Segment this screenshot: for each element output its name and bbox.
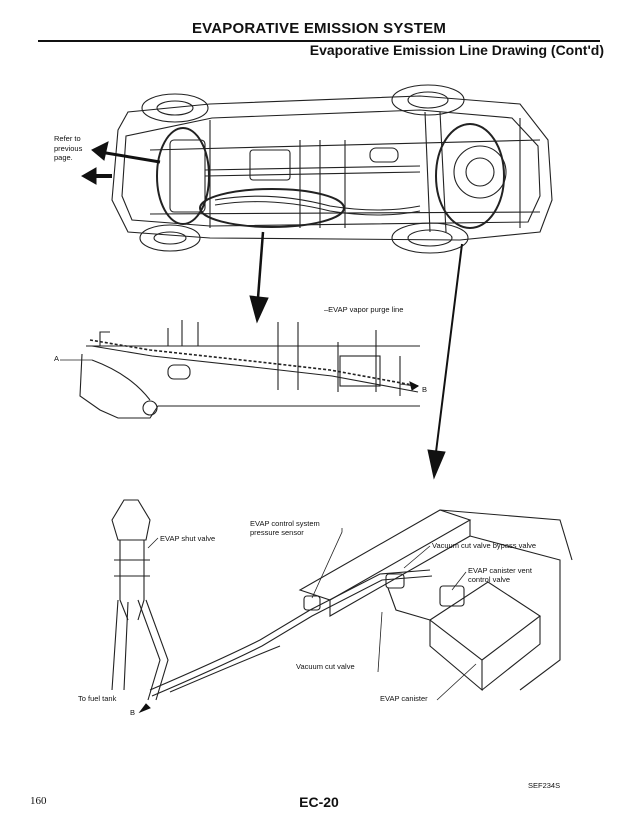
purge-line-detail-drawing [60,320,420,419]
label-vacuum-cut-valve: Vacuum cut valve [296,662,355,671]
label-fuel-tank: To fuel tank [78,694,117,703]
label-purge-line-text: EVAP vapor purge line [328,305,404,314]
label-vent-valve: EVAP canister vent control valve [468,566,532,584]
vehicle-underbody-drawing [111,84,553,254]
page-number: 160 [30,795,47,807]
label-bypass-valve: Vacuum cut valve bypass valve [432,541,537,550]
figure-code: SEF234S [528,781,561,790]
label-vent-valve-2: control valve [468,575,511,584]
label-vent-valve-1: EVAP canister vent [468,566,532,575]
label-pressure-sensor-2: pressure sensor [250,528,304,537]
header-rule [38,40,600,42]
callout-arrows [80,141,463,714]
label-canister: EVAP canister [380,694,428,703]
refer-line-1: Refer to [54,134,81,143]
page-title: EVAPORATIVE EMISSION SYSTEM [191,20,447,37]
canister-detail-drawing [111,499,573,701]
page-subtitle: Evaporative Emission Line Drawing (Cont'… [309,42,604,58]
section-page-number: EC-20 [299,794,339,810]
label-point-b-middle: B [422,385,428,394]
refer-line-3: page. [54,153,73,162]
label-point-b-bottom: B [130,708,136,717]
label-point-a: A [54,354,60,363]
label-pressure-sensor: EVAP control system pressure sensor [250,519,320,537]
label-pressure-sensor-1: EVAP control system [250,519,320,528]
refer-line-2: previous [54,143,83,153]
refer-note: Refer to previous page. [54,134,82,163]
label-purge-line: –EVAP vapor purge line [324,305,404,314]
label-shut-valve: EVAP shut valve [160,534,216,543]
